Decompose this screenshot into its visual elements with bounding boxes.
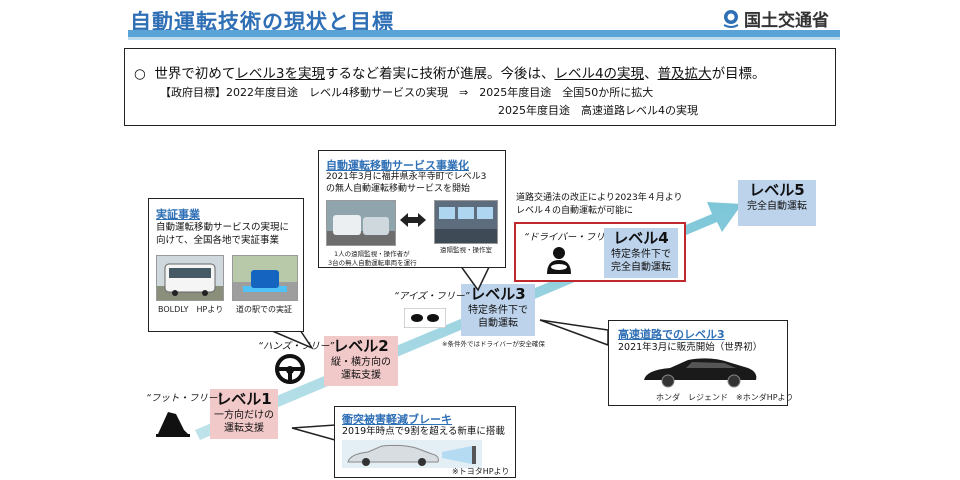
demo-text: 向けて、全国各地で実証事業: [156, 235, 280, 246]
service-caption-2: 遠隔監視・操作室: [440, 246, 492, 254]
level-desc: 縦・横方向の: [331, 357, 391, 368]
bus-photo: [156, 255, 224, 301]
level-3-box: レベル3 特定条件下で 自動運転: [461, 284, 535, 336]
law-note-2: レベル４の自動運転が可能に: [516, 206, 634, 216]
level-3-quote: “アイズ・フリー”: [394, 291, 470, 302]
level-desc: 運転支援: [224, 423, 264, 434]
level-desc: 一方向だけの: [214, 410, 274, 421]
vehicles-photo: [326, 200, 396, 246]
level-desc: 完全自動運転: [611, 262, 671, 273]
level-3-note: ※条件外ではドライバーが安全確保: [442, 340, 545, 348]
summary-highlight: レベル3を実現: [235, 66, 325, 82]
level-name: レベル4: [613, 229, 669, 247]
demo-title: 実証事業: [156, 208, 200, 221]
level-desc: 自動運転: [478, 318, 518, 329]
summary-highlight: レベル4の実現: [554, 66, 645, 82]
highway-caption: ホンダ レジェンド ※ホンダHPより: [656, 393, 794, 402]
level-2-box: レベル2 縦・横方向の 運転支援: [324, 336, 398, 386]
bullet: ○: [134, 66, 146, 82]
level-name: レベル3: [470, 285, 526, 303]
service-caption-1b: 3台の無人自動運転車両を運行: [328, 259, 417, 267]
summary-text: 世界で初めて: [154, 66, 236, 82]
ministry-logo-icon: [723, 9, 739, 28]
highway-title: 高速道路でのレベル3: [618, 328, 725, 341]
summary-box: [124, 48, 836, 126]
demo-text: 自動運転移動サービスの実現に: [156, 222, 290, 233]
service-caption-1: 1人の遠隔監視・操作者が: [334, 250, 410, 258]
control-room-photo: [434, 200, 498, 244]
level-desc: 特定条件下で: [611, 249, 671, 260]
ministry-name: 国土交通省: [744, 11, 829, 31]
level-5-box: レベル5 完全自動運転: [738, 180, 816, 226]
level-2-quote: “ハンズ・フリー”: [258, 341, 335, 352]
double-arrow-icon: [400, 213, 426, 227]
level-1-quote: “フット・フリー”: [146, 393, 223, 404]
brake-title: 衝突被害軽減ブレーキ: [342, 413, 452, 426]
demo-caption-1: BOLDLY HPより: [158, 305, 224, 314]
brake-text: 2019年時点で9割を超える新車に搭載: [342, 426, 505, 437]
driver-icon: [547, 247, 571, 274]
level-desc: 運転支援: [341, 370, 381, 381]
summary-text: するなど着実に技術が進展。今後は、: [324, 66, 555, 82]
title-underline: [128, 30, 840, 37]
service-title: 自動運転移動サービス事業化: [326, 159, 469, 172]
title-underline-light: [128, 37, 840, 40]
honda-legend-photo: [644, 358, 757, 388]
foot-pedal-icon: [156, 412, 190, 437]
summary-text: が目標。: [711, 66, 766, 82]
summary-text: 、: [644, 66, 658, 82]
summary-highlight: 普及拡大: [657, 66, 712, 82]
ministry-brand: 国土交通省: [722, 6, 829, 31]
level-4-quote: “ドライバー・フリー”: [524, 232, 620, 243]
level-name: レベル5: [749, 181, 805, 199]
level-name: レベル1: [216, 390, 272, 408]
service-text: の無人自動運転移動サービスを開始: [326, 184, 471, 194]
level-desc: 特定条件下で: [468, 305, 528, 316]
highway-text: 2021年3月に販売開始（世界初）: [618, 342, 763, 353]
brake-car-photo: [342, 440, 482, 468]
level-name: レベル2: [333, 337, 389, 355]
law-note-1: 道路交通法の改正により2023年４月より: [516, 193, 683, 203]
demo-caption-2: 道の駅での実証: [236, 305, 292, 314]
level-1-box: レベル1 一方向だけの 運転支援: [210, 389, 278, 439]
government-goal: 【政府目標】2022年度目途 レベル4移動サービスの実現 ⇒ 2025年度目途 …: [160, 86, 654, 99]
service-text: 2021年3月に福井県永平寺町でレベル3: [326, 172, 487, 182]
brake-caption: ※トヨタHPより: [452, 467, 510, 476]
roadside-station-photo: [232, 255, 298, 301]
eyes-icon: [404, 308, 446, 328]
level-desc: 完全自動運転: [747, 201, 807, 212]
level-4-box: レベル4 特定条件下で 完全自動運転: [604, 228, 678, 278]
summary-line: ○ 世界で初めてレベル3を実現するなど着実に技術が進展。今後は、レベル4の実現、…: [134, 62, 766, 82]
steering-wheel-icon: [275, 354, 305, 384]
government-goal-2: 2025年度目途 高速道路レベル4の実現: [498, 104, 698, 117]
